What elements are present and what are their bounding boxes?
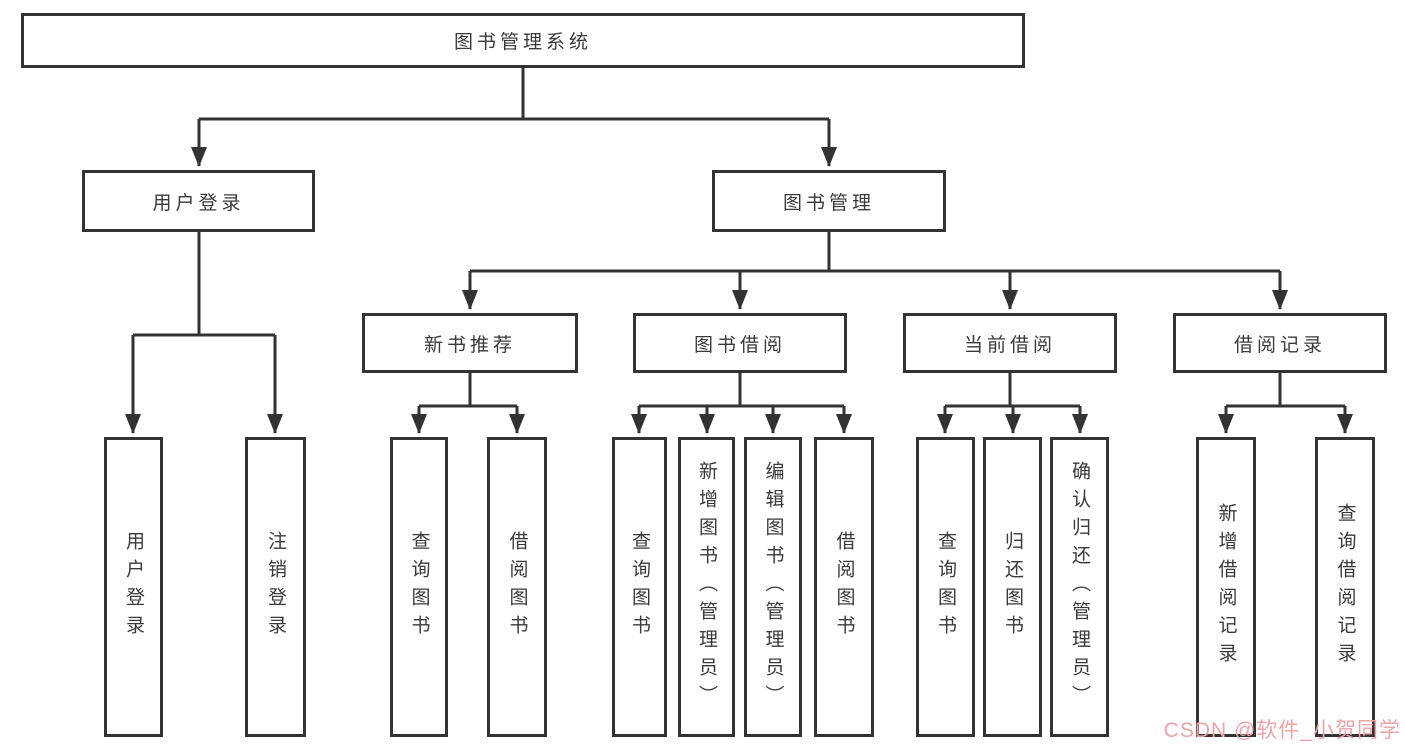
leaf-borrow-books-recommend: 借阅图书 bbox=[487, 437, 547, 737]
node-label: 查询图书 bbox=[629, 531, 650, 643]
node-label: 借阅记录 bbox=[1233, 334, 1326, 356]
node-label: 新书推荐 bbox=[423, 334, 516, 356]
node-label: 借阅图书 bbox=[506, 531, 528, 643]
leaf-query-borrow-record: 查询借阅记录 bbox=[1315, 437, 1375, 737]
node-borrow-records: 借阅记录 bbox=[1173, 313, 1387, 373]
leaf-borrow-books: 借阅图书 bbox=[814, 437, 874, 737]
node-book-borrow: 图书借阅 bbox=[633, 313, 847, 373]
leaf-add-borrow-record: 新增借阅记录 bbox=[1196, 437, 1256, 737]
leaf-confirm-return-admin: 确认归还（管理员） bbox=[1050, 437, 1109, 737]
node-label: 新增借阅记录 bbox=[1215, 503, 1237, 671]
node-label: 查询图书 bbox=[408, 531, 430, 643]
node-label: 图书管理系统 bbox=[453, 32, 592, 53]
node-label: 用户登录 bbox=[152, 192, 245, 214]
node-label: 注销登录 bbox=[265, 531, 286, 643]
node-label: 借阅图书 bbox=[833, 531, 855, 643]
leaf-logout: 注销登录 bbox=[245, 437, 306, 737]
node-new-book-recommend: 新书推荐 bbox=[362, 313, 578, 373]
node-label: 图书借阅 bbox=[693, 334, 786, 356]
leaf-query-books-borrow: 查询图书 bbox=[612, 437, 667, 737]
node-label: 用户登录 bbox=[123, 531, 144, 643]
node-label: 当前借阅 bbox=[963, 334, 1056, 356]
node-label: 查询借阅记录 bbox=[1334, 503, 1356, 671]
leaf-user-login: 用户登录 bbox=[104, 437, 163, 737]
leaf-query-books-recommend: 查询图书 bbox=[390, 437, 448, 737]
node-label: 新增图书（管理员） bbox=[696, 461, 717, 713]
node-library-management-system: 图书管理系统 bbox=[21, 13, 1025, 68]
node-user-login: 用户登录 bbox=[82, 170, 315, 232]
leaf-query-books-current: 查询图书 bbox=[916, 437, 975, 737]
leaf-return-books: 归还图书 bbox=[983, 437, 1042, 737]
node-label: 查询图书 bbox=[935, 531, 956, 643]
node-book-management: 图书管理 bbox=[712, 170, 946, 232]
csdn-watermark: CSDN @软件_小贺同学 bbox=[1163, 719, 1401, 742]
node-label: 图书管理 bbox=[782, 192, 875, 214]
node-label: 编辑图书（管理员） bbox=[762, 461, 784, 713]
node-label: 归还图书 bbox=[1002, 531, 1023, 643]
leaf-edit-books-admin: 编辑图书（管理员） bbox=[744, 437, 802, 737]
node-current-borrow: 当前借阅 bbox=[903, 313, 1117, 373]
node-label: 确认归还（管理员） bbox=[1069, 461, 1090, 713]
leaf-add-books-admin: 新增图书（管理员） bbox=[678, 437, 735, 737]
